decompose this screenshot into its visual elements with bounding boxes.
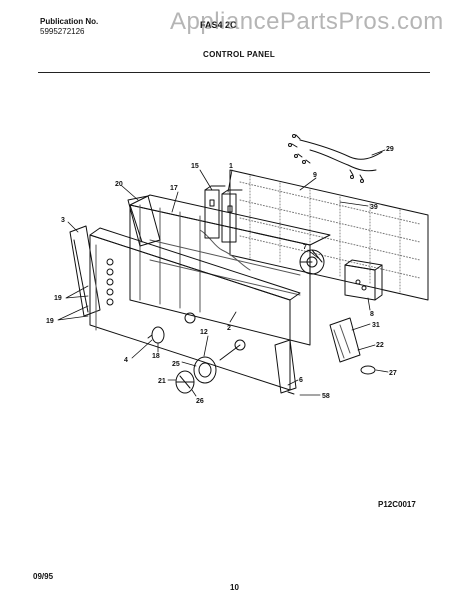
label-26: 26 [196, 398, 204, 405]
label-8: 8 [370, 311, 374, 318]
wiring-harness [288, 134, 383, 183]
label-7: 7 [303, 244, 307, 251]
label-29: 29 [386, 146, 394, 153]
page-date: 09/95 [33, 572, 54, 581]
label-6: 6 [299, 377, 303, 384]
header-rule [38, 72, 430, 73]
label-39: 39 [370, 204, 378, 211]
left-end-cap [127, 195, 161, 247]
publication-number: 5995272126 [40, 27, 85, 36]
label-21: 21 [158, 378, 166, 385]
left-trim [69, 225, 101, 317]
clip [360, 365, 376, 375]
part-number-labels: 29 9 39 15 1 20 17 3 7 8 31 22 19 19 12 … [46, 146, 397, 405]
label-19-lower: 19 [46, 318, 54, 325]
label-20: 20 [115, 181, 123, 188]
console-housing [129, 194, 331, 346]
label-17: 17 [170, 185, 178, 192]
screw [287, 391, 295, 395]
label-25: 25 [172, 361, 180, 368]
label-58: 58 [322, 393, 330, 400]
switch-block [344, 259, 383, 301]
label-19-upper: 19 [54, 295, 62, 302]
front-control-panel [89, 227, 301, 391]
publication-label: Publication No. [40, 17, 99, 26]
label-12: 12 [200, 329, 208, 336]
label-22: 22 [376, 342, 384, 349]
diagram-code: P12C0017 [378, 500, 416, 509]
label-18: 18 [152, 353, 160, 360]
leader-lines [57, 149, 389, 397]
right-end-cap [274, 339, 297, 394]
page-title: CONTROL PANEL [203, 50, 276, 59]
label-3: 3 [61, 217, 65, 224]
label-1: 1 [229, 163, 233, 170]
label-27: 27 [389, 370, 397, 377]
label-15: 15 [191, 163, 199, 170]
label-9: 9 [313, 172, 317, 179]
page-number: 10 [230, 583, 239, 592]
label-2: 2 [227, 325, 231, 332]
watermark: AppliancePartsPros.com [170, 8, 444, 35]
mounting-brackets [204, 185, 243, 243]
timer [299, 249, 325, 275]
label-31: 31 [372, 322, 380, 329]
label-4: 4 [124, 357, 128, 364]
right-bracket [329, 317, 361, 363]
model-number: FAS4 2C [200, 20, 237, 30]
